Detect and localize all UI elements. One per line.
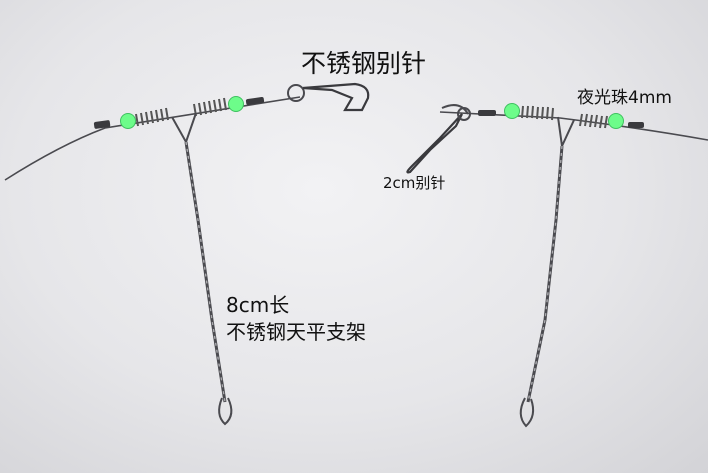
label-boom: 不锈钢天平支架 [226, 320, 366, 344]
label-boom-length: 8cm长 [226, 293, 290, 317]
boom-arm-right-twist [527, 145, 563, 403]
crimp-sleeve-left [93, 120, 111, 129]
label-glow-bead: 夜光珠4mm [577, 88, 672, 108]
spring-right-1 [521, 105, 554, 121]
glow-bead-left-1 [120, 113, 136, 129]
glow-bead-left-2 [228, 96, 244, 112]
glow-bead-right-1 [504, 103, 520, 119]
label-small-snap: 2cm别针 [383, 174, 446, 192]
spring-right-2 [579, 113, 608, 129]
label-snap: 不锈钢别针 [301, 49, 427, 78]
small-swivel [441, 104, 469, 115]
spring-left-1 [135, 107, 169, 127]
main-line-left [4, 96, 301, 181]
crimp-sleeve-left-2 [245, 97, 265, 105]
boom-arm-right [526, 145, 564, 403]
crimp-sleeve-right-2 [628, 122, 644, 128]
small-snap [406, 113, 463, 174]
boom-joint-right [557, 116, 575, 150]
end-loop-right [519, 397, 535, 428]
snap-top [302, 82, 370, 112]
end-loop-left [218, 397, 233, 426]
crimp-sleeve-right-1 [478, 110, 496, 116]
glow-bead-right-2 [608, 113, 624, 129]
boom-arm-left [184, 141, 227, 403]
main-line-right [439, 111, 708, 141]
swivel-ring-top [287, 84, 305, 102]
small-snap-ring [457, 107, 471, 121]
spring-left-2 [193, 97, 227, 117]
